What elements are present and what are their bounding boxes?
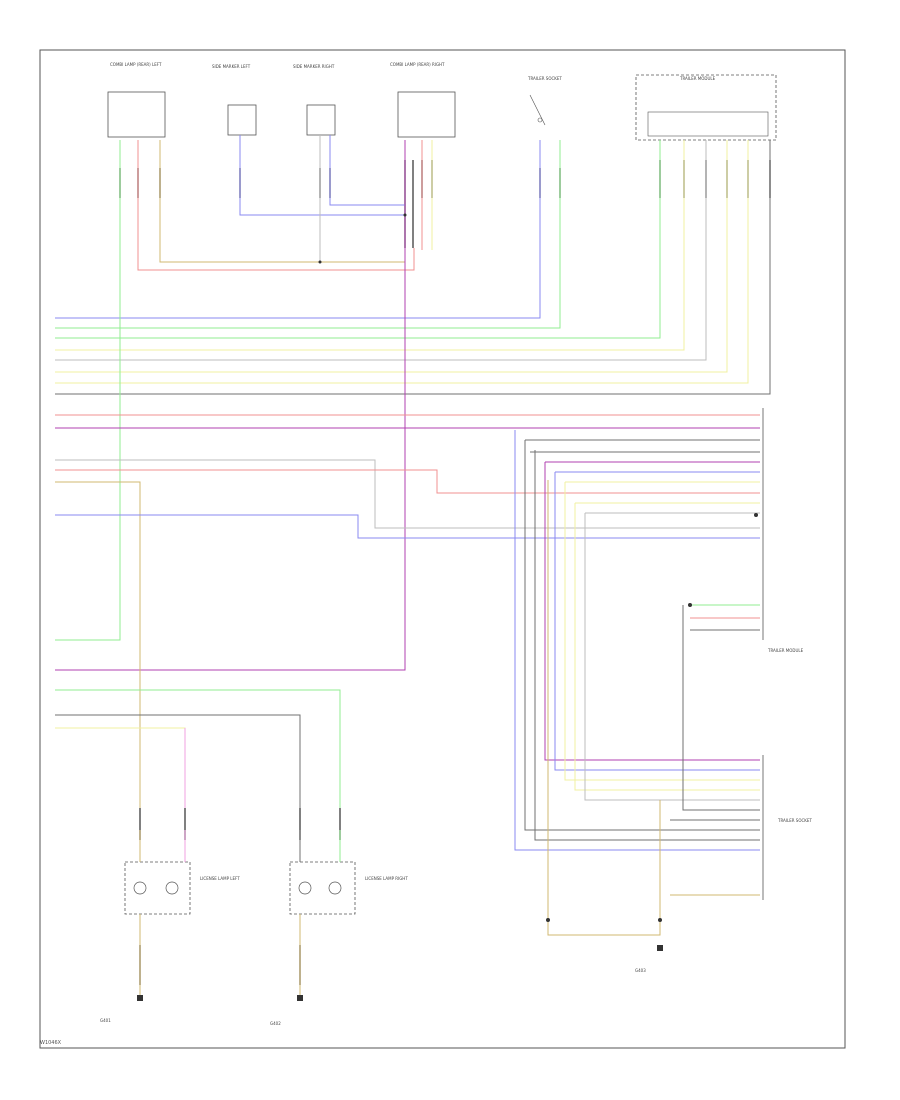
ground-symbol-middle: G402 [270,995,303,1026]
svg-text:COMBI LAMP (REAR) LEFT: COMBI LAMP (REAR) LEFT [110,62,162,67]
component-combi-lamp-left: COMBI LAMP (REAR) LEFT [107,62,166,138]
wires-top [55,135,771,671]
component-license-lamp-right: LICENSE LAMP RIGHT [289,861,408,915]
svg-text:TRAILER SOCKET: TRAILER SOCKET [777,818,812,823]
connector-stubs-lower [139,808,341,985]
component-side-marker-left: SIDE MARKER LEFT [212,64,257,136]
ground-symbol-left: G401 [100,995,143,1023]
component-side-marker-right: SIDE MARKER RIGHT [293,64,336,136]
svg-text:TRAILER SOCKET: TRAILER SOCKET [527,76,562,81]
trailer-socket-connector-lower: TRAILER SOCKET [762,755,812,900]
svg-text:TRAILER MODULE: TRAILER MODULE [679,76,716,81]
svg-text:G402: G402 [270,1021,281,1026]
wires-ground [139,830,341,995]
svg-text:SIDE MARKER RIGHT: SIDE MARKER RIGHT [293,64,335,69]
component-trailer-module-top: TRAILER MODULE [635,74,777,141]
splice-points [318,213,758,922]
ground-symbol-right: G403 [635,945,663,973]
svg-text:G401: G401 [100,1018,111,1023]
svg-text:TRAILER MODULE: TRAILER MODULE [767,648,804,653]
diagram-frame [39,49,846,1049]
component-combi-lamp-right: COMBI LAMP (REAR) RIGHT [390,62,456,138]
svg-text:LICENSE LAMP RIGHT: LICENSE LAMP RIGHT [365,876,408,881]
wires-middle [55,414,760,820]
component-license-lamp-left: LICENSE LAMP LEFT [124,861,240,915]
trailer-module-connector-right: TRAILER MODULE [762,408,804,653]
component-trailer-socket: TRAILER SOCKET [527,76,562,126]
wires-lower [55,430,760,936]
svg-text:G403: G403 [635,968,646,973]
svg-text:COMBI LAMP (REAR) RIGHT: COMBI LAMP (REAR) RIGHT [390,62,445,67]
svg-text:SIDE MARKER LEFT: SIDE MARKER LEFT [212,64,251,69]
connector-stubs-top [119,160,771,248]
svg-text:LICENSE LAMP LEFT: LICENSE LAMP LEFT [200,876,240,881]
footer-code: W1046X [40,1040,62,1046]
